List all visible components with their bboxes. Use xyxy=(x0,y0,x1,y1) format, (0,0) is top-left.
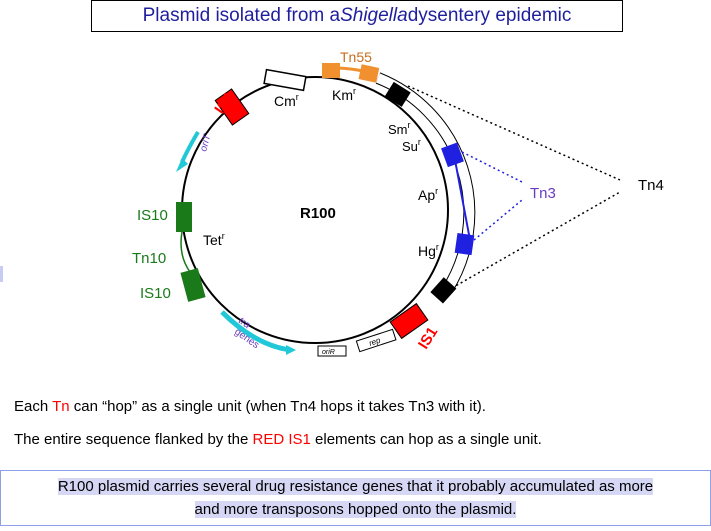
plasmid-diagram: R100 Cmr Kmr Tn55 Smr Sur Apr Hgr Tetr T… xyxy=(132,49,664,357)
summary-line-1: R100 plasmid carries several drug resist… xyxy=(57,478,654,495)
is1-bottom-label: IS1 xyxy=(415,324,441,352)
cm-gene-box xyxy=(263,68,307,92)
title-box: Plasmid isolated from a Shigella dysente… xyxy=(91,0,623,32)
tn10-label: Tn10 xyxy=(132,250,166,267)
tn4-label: Tn4 xyxy=(638,177,664,194)
cm-label: Cmr xyxy=(274,92,299,109)
title-prefix: Plasmid isolated from a xyxy=(142,5,341,26)
tn10-span xyxy=(180,231,191,273)
tra-genes-bar xyxy=(220,310,291,353)
plasmid-name: R100 xyxy=(300,205,336,222)
tn4-band xyxy=(376,73,475,293)
su-label: Sur xyxy=(402,137,421,154)
hop-explanation-line: Each Tn can “hop” as a single unit (when… xyxy=(14,398,486,415)
tn55-label: Tn55 xyxy=(340,49,372,65)
tn4-bracket-bottom xyxy=(451,191,621,289)
title-suffix: dysentery epidemic xyxy=(407,5,572,26)
slide-edge-marker xyxy=(0,266,3,282)
orit-label: oriT xyxy=(198,132,213,152)
summary-line-2: and more transposons hopped onto the pla… xyxy=(194,501,517,518)
tra-arrowhead xyxy=(286,345,296,355)
hg-label: Hgr xyxy=(418,242,439,259)
rep-label: rep xyxy=(368,336,382,348)
title-italic: Shigella xyxy=(340,5,408,26)
orit-arrowhead xyxy=(176,158,188,172)
is10-bottom-label: IS10 xyxy=(140,285,171,302)
tn-highlight: Tn xyxy=(52,398,70,415)
is10-bottom-block xyxy=(180,268,206,302)
tn4-bottom-end xyxy=(430,277,457,304)
tn55-right-block xyxy=(358,64,380,83)
is1-explanation-line: The entire sequence flanked by the RED I… xyxy=(14,431,542,448)
tn4-top-end xyxy=(384,81,411,107)
is10-top-label: IS10 xyxy=(137,207,168,224)
orit-arrow xyxy=(180,130,200,163)
is1-bottom-block xyxy=(389,302,429,340)
tn3-top-block xyxy=(441,142,464,168)
rep-box xyxy=(355,328,397,353)
tn3-span xyxy=(454,159,471,241)
tn3-label: Tn3 xyxy=(530,185,556,202)
tn55-left-block xyxy=(322,63,340,78)
is1-top-block xyxy=(214,88,250,126)
orir-box xyxy=(317,345,347,357)
sm-label: Smr xyxy=(388,120,411,137)
tn3-bracket-bottom xyxy=(473,199,523,241)
tet-label: Tetr xyxy=(203,231,225,248)
orir-label: oriR xyxy=(322,349,335,356)
red-is1-highlight: RED IS1 xyxy=(252,431,311,448)
tn4-bracket-top xyxy=(407,85,621,181)
is10-top-block xyxy=(176,202,192,232)
km-label: Kmr xyxy=(332,86,356,103)
tn55-span xyxy=(337,66,364,73)
summary-box: R100 plasmid carries several drug resist… xyxy=(0,470,711,526)
tn3-bottom-block xyxy=(454,232,475,256)
ap-label: Apr xyxy=(418,186,438,203)
tn3-bracket-top xyxy=(461,151,523,183)
